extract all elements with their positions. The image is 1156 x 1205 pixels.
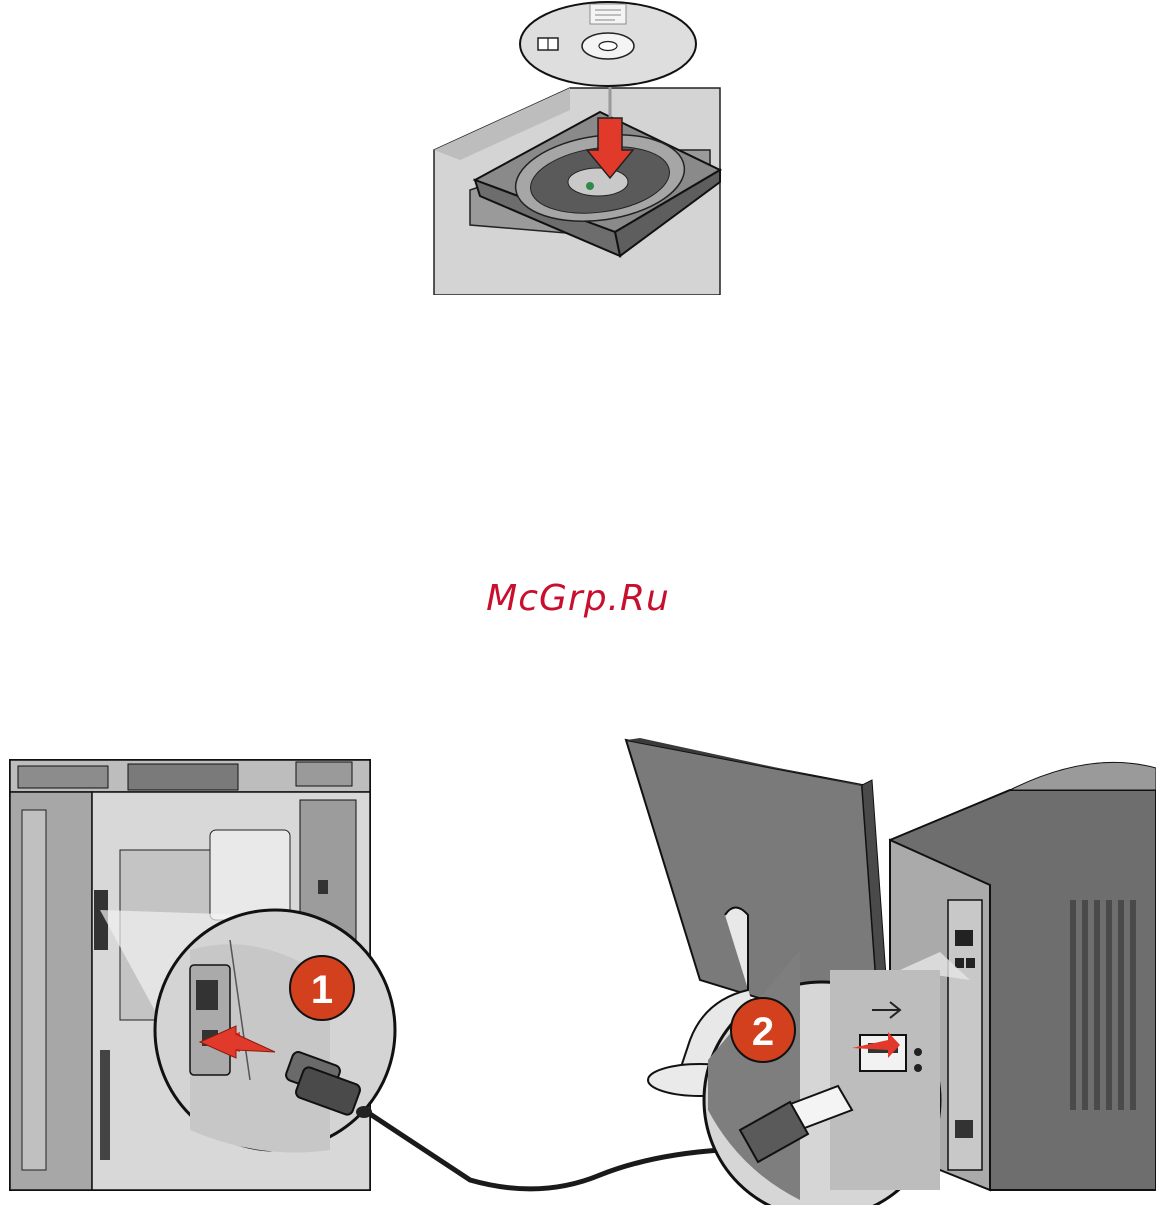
- step-2-badge: 2: [731, 998, 795, 1062]
- drive-led: [586, 182, 594, 190]
- step-2-number: 2: [752, 1010, 774, 1054]
- step-1-badge: 1: [290, 956, 354, 1020]
- watermark-text: McGrp.Ru: [0, 578, 1156, 619]
- step-1-number: 1: [311, 968, 333, 1012]
- usb-port-icon: [196, 980, 218, 1010]
- usb-connection-illustration: 1: [0, 730, 1156, 1205]
- callout-printer-port: 1: [155, 910, 395, 1153]
- cd-disc-icon: [520, 2, 696, 86]
- disc-label: [590, 4, 626, 24]
- cd-insertion-illustration: [430, 0, 730, 295]
